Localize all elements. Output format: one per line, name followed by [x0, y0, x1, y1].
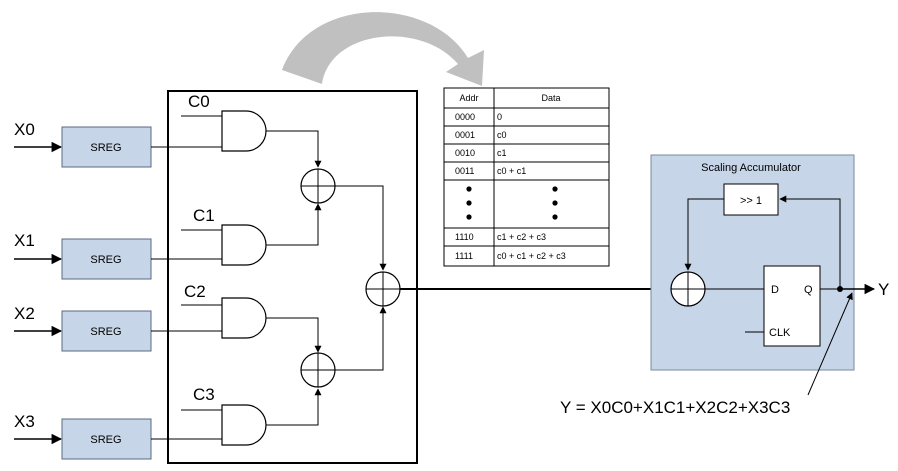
lut-data-1: c0: [497, 130, 507, 140]
lut-data-4: c1 + c2 + c3: [497, 232, 546, 242]
input-label-x0: X0: [14, 120, 35, 139]
and-gate-0: C0: [168, 92, 322, 168]
input-label-x1: X1: [14, 231, 35, 250]
lut-addr-5: 1111: [455, 251, 473, 261]
input-x0: X0 SREG: [14, 120, 168, 168]
transform-arrow: [282, 12, 484, 86]
lut-addr-1: 0001: [455, 130, 475, 140]
and-gate-3: C3: [168, 385, 322, 446]
flip-flop: [763, 265, 821, 347]
and-gate-2: C2: [168, 282, 322, 353]
shift-block: [723, 183, 779, 216]
and-gate-1: C1: [168, 203, 322, 266]
lut-data-3: c0 + c1: [497, 166, 526, 176]
adder-2: [300, 306, 387, 388]
adder-1: [300, 168, 387, 271]
lut-data-5: c0 + c1 + c2 + c3: [497, 251, 566, 261]
equation-pointer: [807, 292, 853, 396]
lut-addr-3: 0011: [455, 166, 474, 176]
input-x3: X3 SREG: [14, 412, 168, 460]
sreg-label-x2: SREG: [90, 326, 121, 338]
input-label-x2: X2: [14, 304, 35, 323]
sreg-label-x1: SREG: [90, 254, 121, 266]
ff-q-label: Q: [804, 284, 813, 296]
coef-label-c2: C2: [184, 282, 206, 301]
adder-final: [365, 271, 401, 307]
output-label-y: Y: [878, 280, 889, 299]
lut-addr-0: 0000: [455, 112, 475, 122]
input-x2: X2 SREG: [14, 304, 168, 352]
lut-data-2: c1: [497, 148, 507, 158]
accumulator-title: Scaling Accumulator: [701, 162, 801, 174]
lut-ellipsis: [466, 186, 558, 220]
input-label-x3: X3: [14, 412, 35, 431]
lut-table: Addr Data 0000 0 0001 c0 0010 c1 0011 c0…: [443, 87, 610, 267]
scaling-accumulator: Scaling Accumulator >> 1 D Q CLK: [650, 154, 855, 371]
ff-clk-label: CLK: [769, 327, 791, 339]
ff-d-label: D: [771, 284, 779, 296]
sreg-x1: [61, 238, 152, 280]
sreg-label-x3: SREG: [90, 434, 121, 446]
lut-addr-2: 0010: [455, 148, 475, 158]
sreg-x2: [61, 310, 152, 352]
lut-data-0: 0: [497, 112, 502, 122]
coef-label-c1: C1: [193, 206, 215, 225]
adder-tree-box: [167, 90, 418, 464]
sreg-label-x0: SREG: [90, 142, 121, 154]
equation: Y = X0C0+X1C1+X2C2+X3C3: [560, 398, 790, 417]
sreg-x3: [61, 418, 152, 460]
coef-label-c3: C3: [193, 385, 215, 404]
lut-header-addr: Addr: [459, 93, 478, 103]
input-x1: X1 SREG: [14, 231, 168, 280]
sreg-x0: [61, 126, 152, 168]
lut-header-data: Data: [541, 93, 560, 103]
lut-addr-4: 1110: [455, 232, 474, 242]
coef-label-c0: C0: [188, 92, 210, 111]
shift-label: >> 1: [740, 195, 762, 207]
